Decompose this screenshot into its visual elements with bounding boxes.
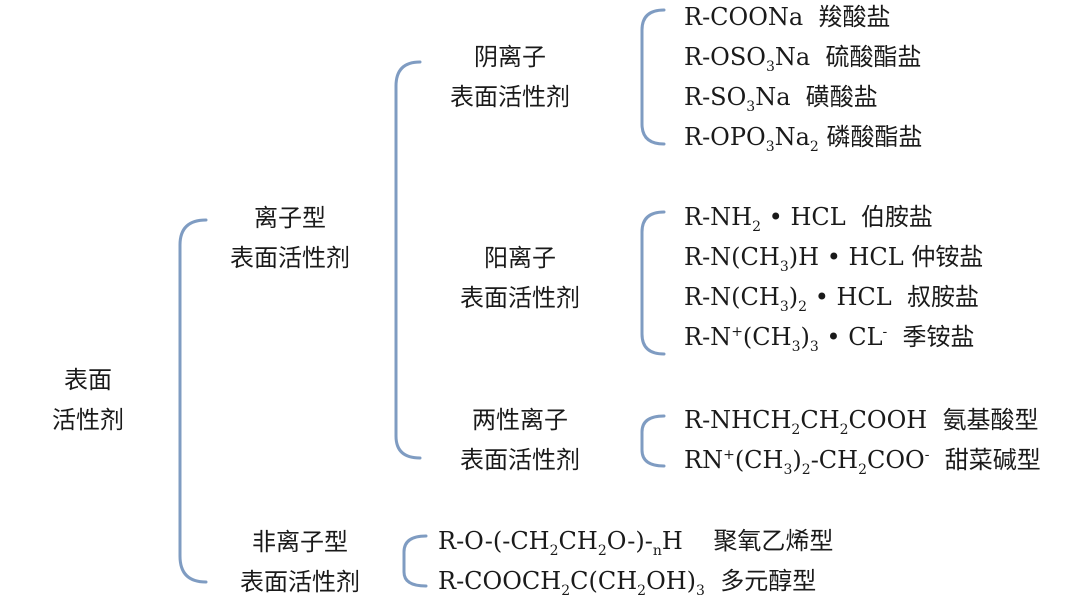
list-item: RN+(CH3)2-CH2COO- 甜菜碱型 <box>684 446 1041 478</box>
list-item: R-OSO3Na 硫酸酯盐 <box>684 43 922 75</box>
list-item: R-OPO3Na2 磷酸酯盐 <box>684 123 923 155</box>
ionic-label: 离子型 表面活性剂 <box>230 204 350 272</box>
list-item: R-N(CH3)H • HCL 仲铵盐 <box>684 243 984 275</box>
list-item: R-NHCH2CH2COOH 氨基酸型 <box>684 406 1039 438</box>
anionic-bracket <box>640 8 666 146</box>
list-item: R-O-(-CH2CH2O-)-nH 聚氧乙烯型 <box>438 527 834 559</box>
list-item: R-COOCH2C(CH2OH)3 多元醇型 <box>438 567 817 599</box>
list-item: R-SO3Na 磺酸盐 <box>684 83 878 115</box>
amphoteric-label: 两性离子 表面活性剂 <box>460 406 580 474</box>
list-item: R-NH2 • HCL 伯胺盐 <box>684 203 933 235</box>
nonionic-bracket <box>402 534 428 588</box>
cationic-bracket <box>640 210 666 356</box>
nonionic-label: 非离子型 表面活性剂 <box>240 528 360 596</box>
list-item: R-COONa 羧酸盐 <box>684 3 891 31</box>
root-bracket <box>178 218 208 584</box>
list-item: R-N(CH3)2 • HCL 叔胺盐 <box>684 283 979 315</box>
anionic-label: 阴离子 表面活性剂 <box>450 43 570 111</box>
cationic-label: 阳离子 表面活性剂 <box>460 244 580 312</box>
root-label: 表面 活性剂 <box>52 366 124 434</box>
list-item: R-N+(CH3)3 • CL- 季铵盐 <box>684 323 975 355</box>
amphoteric-bracket <box>640 414 666 468</box>
ionic-bracket <box>394 60 422 460</box>
